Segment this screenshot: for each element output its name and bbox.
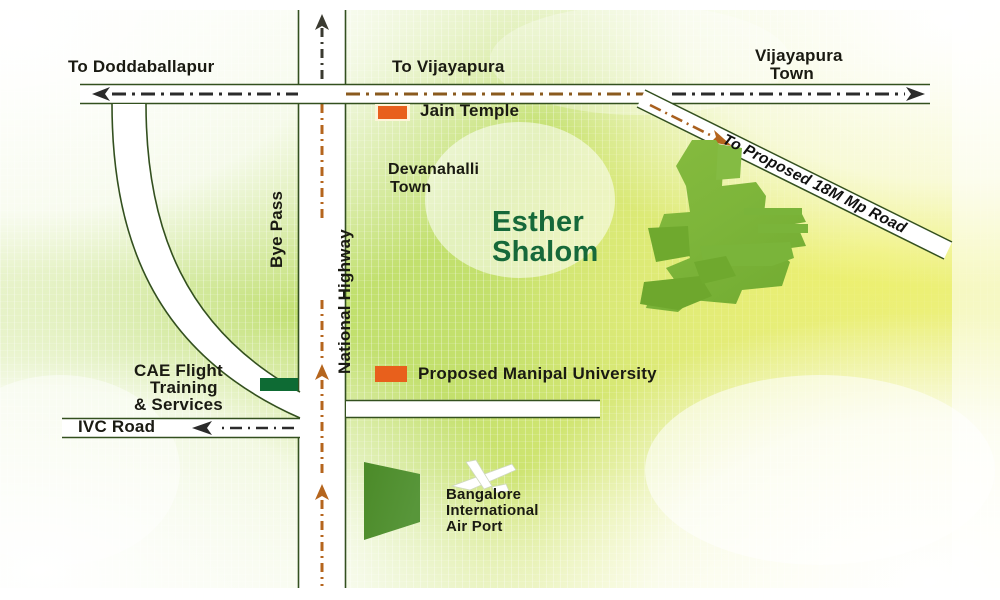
road-main-east-west[interactable] xyxy=(80,83,930,105)
label-devanahalli-line2: Town xyxy=(390,179,432,196)
label-devanahalli-line1: Devanahalli xyxy=(388,161,480,178)
label-project-name-line1: Esther xyxy=(492,206,585,238)
label-jain-temple: Jain Temple xyxy=(420,101,520,120)
project-land-parcel xyxy=(640,140,808,312)
arrow-west-icon xyxy=(92,87,110,101)
road-ivc[interactable] xyxy=(62,417,300,439)
arrow-east-icon xyxy=(906,87,925,101)
marker-jain-temple[interactable] xyxy=(375,104,410,121)
marker-manipal-university[interactable] xyxy=(375,366,407,382)
label-cae-line1: CAE Flight xyxy=(134,361,223,380)
road-east-stub xyxy=(346,399,600,419)
label-to-vijayapura: To Vijayapura xyxy=(392,57,505,76)
label-airport-line1: Bangalore xyxy=(446,486,522,503)
label-cae-line2: Training xyxy=(150,378,218,397)
label-ivc-road: IVC Road xyxy=(78,417,156,436)
arrow-north-icon xyxy=(315,14,329,30)
arrow-west-icon-2 xyxy=(192,421,212,435)
map-markers xyxy=(260,104,410,391)
label-vijayapura-town-line2: Town xyxy=(770,64,814,83)
label-to-doddaballapur: To Doddaballapur xyxy=(68,57,215,76)
label-manipal-university: Proposed Manipal University xyxy=(418,364,657,383)
airport-block xyxy=(364,459,517,540)
label-bye-pass: Bye Pass xyxy=(267,190,286,268)
label-national-highway: National Highway xyxy=(335,229,354,374)
arrow-north-icon-3 xyxy=(315,364,329,380)
label-vijayapura-town-line1: Vijayapura xyxy=(755,46,843,65)
label-project-name-line2: Shalom xyxy=(492,236,599,268)
label-airport-line2: International xyxy=(446,502,539,519)
arrow-north-icon-4 xyxy=(315,484,329,500)
label-cae-line3: & Services xyxy=(134,395,223,414)
marker-cae-flight[interactable] xyxy=(260,378,298,391)
road-proposed-18m-mp[interactable] xyxy=(636,89,953,260)
label-airport-line3: Air Port xyxy=(446,518,503,535)
airplane-icon xyxy=(450,459,517,494)
road-national-highway[interactable] xyxy=(297,10,347,588)
